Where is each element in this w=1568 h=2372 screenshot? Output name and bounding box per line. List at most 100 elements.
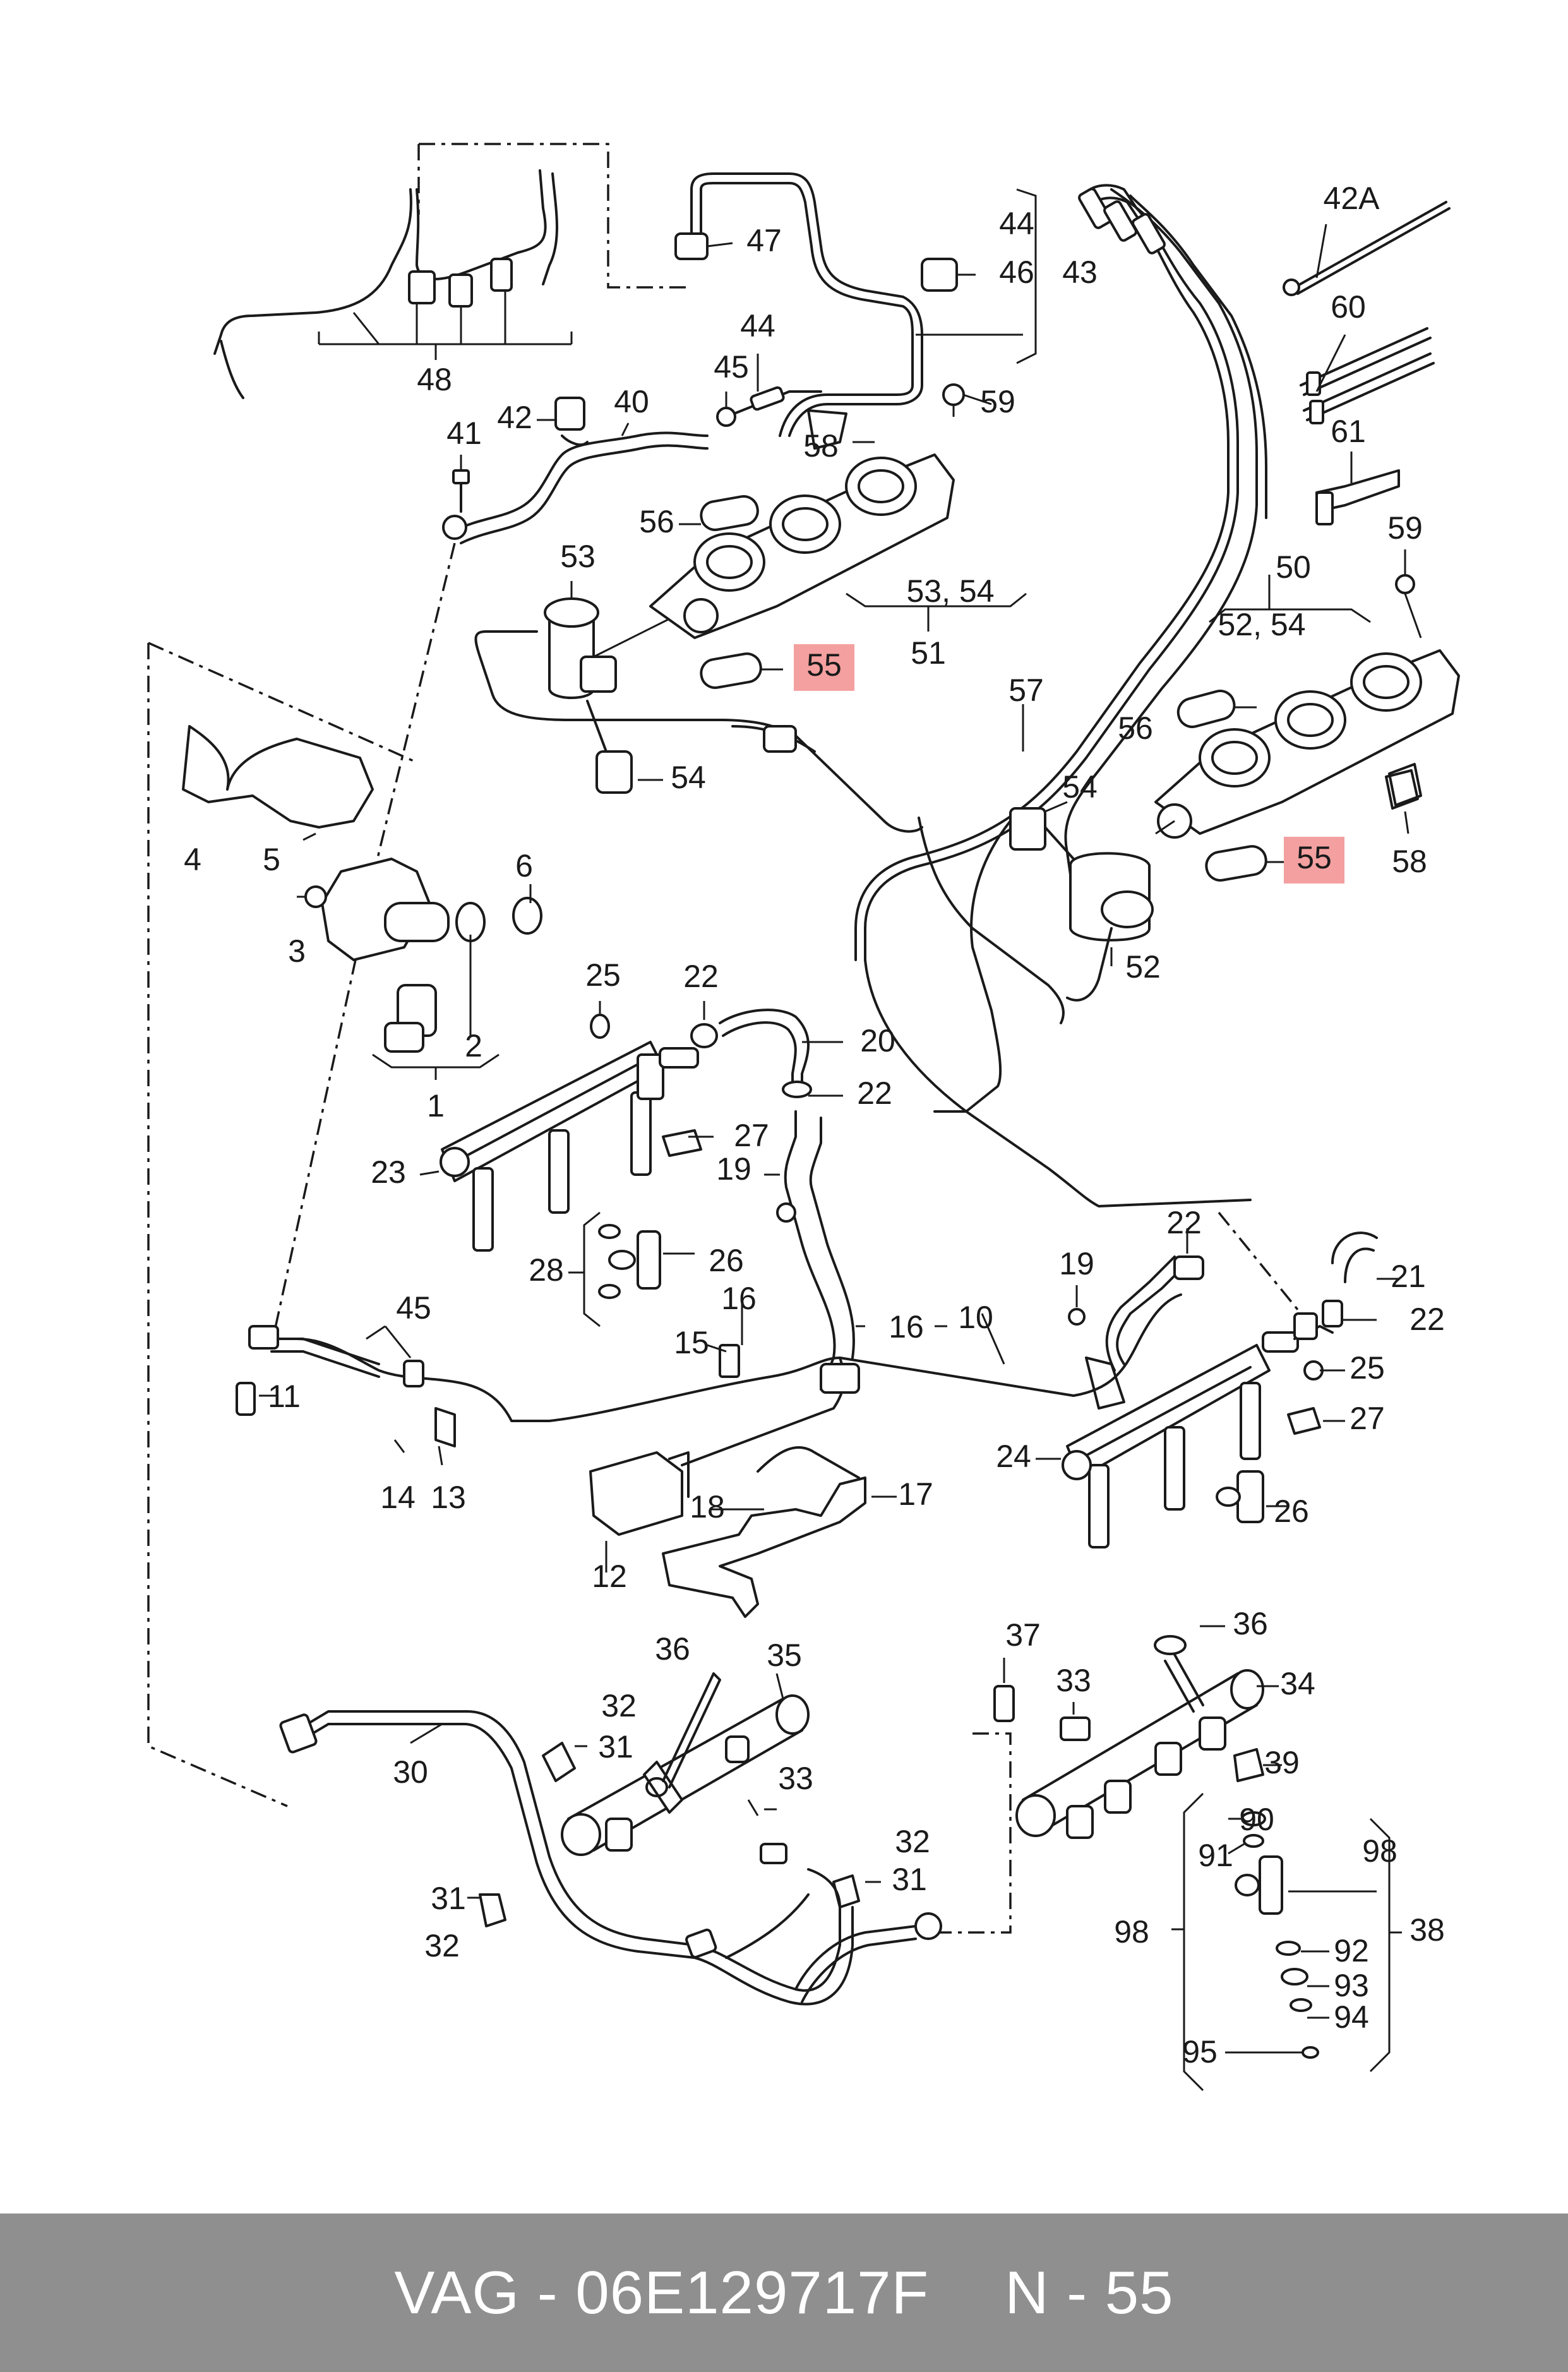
callout-37: 37 [1005,1617,1041,1653]
callout-42: 42 [497,400,532,435]
fuel-line-57 [854,184,1267,1207]
callout-23: 23 [371,1154,406,1190]
callout-22: 22 [683,959,719,994]
callout-44: 44 [999,206,1034,241]
callout-17: 17 [898,1477,933,1512]
callout-51: 51 [911,635,946,671]
callout-56: 56 [1118,710,1153,746]
callout-90: 90 [1239,1802,1274,1837]
callout-15: 15 [674,1325,709,1360]
callout-58: 58 [1392,844,1427,879]
callout-21: 21 [1391,1259,1426,1294]
fuel-rail-35 [561,1672,810,1856]
callout-19: 19 [1059,1246,1094,1281]
callout-46: 46 [999,255,1034,290]
callout-32: 32 [895,1824,930,1859]
callout-11: 11 [268,1379,301,1414]
injector-26 [568,1211,695,1327]
callout-59: 59 [980,384,1015,419]
fuel-line-30 [279,1710,942,2006]
callout-55: 55 [806,647,842,683]
footer-bar: VAG - 06E129717F N - 55 [0,2213,1568,2372]
callout-91: 91 [1198,1838,1233,1873]
callout-13: 13 [431,1480,466,1515]
callout-28: 28 [529,1252,564,1288]
callout-52-54: 52, 54 [1218,607,1305,642]
fuel-rail-34 [993,1625,1282,1839]
callout-16: 16 [889,1309,924,1345]
callout-12: 12 [592,1559,627,1594]
boundary-lines [147,143,1302,1934]
callout-25: 25 [585,957,621,993]
callout-6: 6 [515,848,533,884]
wiring-harness-48 [213,169,573,399]
callout-10: 10 [958,1300,993,1335]
callout-3: 3 [288,933,306,969]
callout-48: 48 [417,362,452,397]
pump-1 [182,725,542,1080]
valve-52 [1009,801,1175,1002]
footer-part-number: VAG - 06E129717F [394,2258,930,2327]
callout-61: 61 [1331,414,1366,449]
callout-59: 59 [1387,510,1423,546]
callout-98: 98 [1362,1833,1397,1869]
callout-55: 55 [1296,840,1332,875]
injector-38 [1171,1792,1402,2092]
callout-32: 32 [424,1928,460,1963]
callout-19: 19 [716,1151,751,1187]
callout-50: 50 [1276,549,1311,585]
callout-95: 95 [1182,2034,1218,2070]
callout-54: 54 [671,760,706,795]
callout-58: 58 [803,428,839,464]
callout-14: 14 [380,1480,416,1515]
callout-56: 56 [639,504,674,539]
callout-57: 57 [1008,673,1044,708]
callout-2: 2 [465,1028,482,1063]
callout-41: 41 [446,416,482,451]
fuel-rail-23 [419,1001,855,1391]
callout-94: 94 [1334,1999,1369,2035]
callout-27: 27 [1350,1401,1385,1436]
callout-22: 22 [857,1075,892,1111]
callout-22: 22 [1166,1205,1202,1240]
callout-20: 20 [860,1023,895,1058]
callout-93: 93 [1334,1968,1369,2003]
callout-1: 1 [427,1088,445,1123]
clamp-22-right [1068,1228,1204,1410]
callout-45: 45 [396,1290,431,1326]
hose-45-lower [236,1325,456,1466]
valve-53 [474,581,923,833]
callout-32: 32 [601,1688,637,1723]
sensor-harness-10 [296,1293,1182,1618]
callout-47: 47 [746,223,782,258]
callout-43: 43 [1062,255,1098,290]
callout-22: 22 [1409,1302,1445,1337]
fuel-rail-24 [1036,1231,1399,1548]
vent-hose-43 [674,172,1037,437]
callout-31: 31 [431,1881,466,1916]
callout-53-54: 53, 54 [906,573,994,609]
callout-53: 53 [560,539,595,574]
callout-30: 30 [393,1754,428,1790]
callout-25: 25 [1350,1350,1385,1386]
callout-40: 40 [614,384,649,419]
callout-34: 34 [1280,1666,1315,1701]
callout-4: 4 [184,842,201,877]
callout-98: 98 [1114,1914,1149,1950]
callout-42A: 42A [1324,181,1380,216]
callout-39: 39 [1264,1745,1300,1780]
callout-5: 5 [263,842,280,877]
callout-31: 31 [892,1862,927,1897]
intake-runner-51 [649,409,1027,689]
hose-40 [442,397,709,544]
fasteners-top-right [942,201,1451,834]
intake-runner-50 [1154,575,1460,882]
highlight-55-right [1284,837,1344,884]
callout-16: 16 [721,1281,757,1316]
callout-92: 92 [1334,1933,1369,1968]
parts-diagram: 1234561011121314151616171819192021222222… [147,143,1460,2092]
callout-44: 44 [740,308,775,344]
callout-45: 45 [714,349,749,385]
callout-31: 31 [598,1729,633,1764]
